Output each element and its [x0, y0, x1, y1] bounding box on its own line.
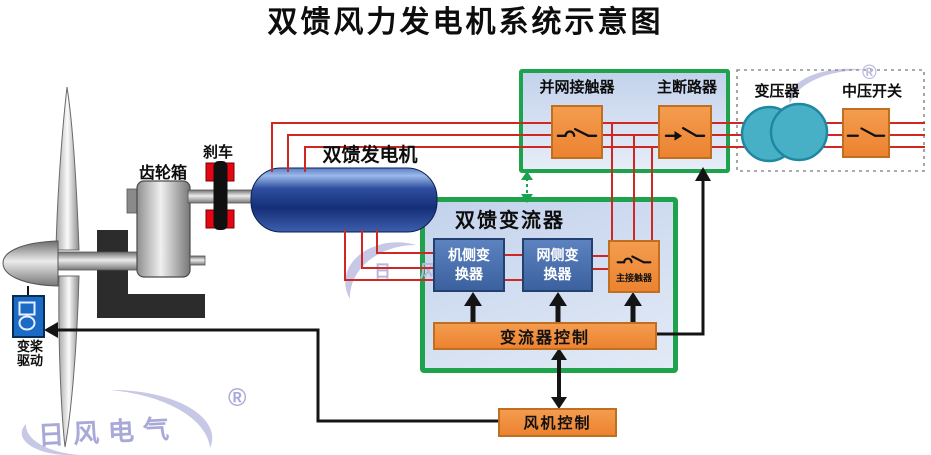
- registered-mark-bottom: ®: [228, 384, 247, 412]
- mv-switch-box: [842, 108, 890, 158]
- gearbox-graphic: [136, 180, 191, 278]
- watermark-brand: 日风电气: [37, 413, 179, 451]
- pitch-drive-label-line1: 变桨: [16, 339, 43, 354]
- machine-side-label-line2: 换器: [455, 266, 483, 282]
- nacelle-frame: [97, 230, 205, 318]
- grid-side-label-line1: 网侧变: [536, 247, 579, 264]
- gearbox-label: 齿轮箱: [138, 165, 187, 182]
- registered-mark-top: ®: [862, 62, 877, 84]
- wind-turbine-graphic: [2, 86, 438, 448]
- main-breaker-box: [658, 105, 712, 159]
- converter-control-bar: 变流器控制: [433, 322, 657, 350]
- main-contactor-switch-icon: [616, 255, 652, 264]
- main-contactor-label: 主接触器: [615, 273, 652, 283]
- hub-nose-cone: [2, 240, 59, 287]
- generator-label: 双馈发电机: [322, 145, 418, 166]
- high-speed-shaft: [187, 189, 255, 204]
- grid-contactor-box: [551, 105, 603, 159]
- pitch-drive-label-line2: 驱动: [16, 353, 43, 369]
- pitch-drive-graphic: [12, 295, 45, 338]
- brake-label: 刹车: [202, 144, 233, 161]
- turbine-blade-up: [55, 86, 80, 251]
- main-breaker-label: 主断路器: [656, 79, 717, 96]
- generator-graphic: [250, 167, 438, 233]
- gearbox-flange: [126, 188, 139, 214]
- diagram-title: 双馈风力发电机系统示意图: [267, 6, 664, 39]
- mv-switch-icon: [846, 127, 886, 137]
- low-speed-shaft: [54, 251, 142, 271]
- mv-switch-label: 中压开关: [841, 83, 902, 100]
- shaft-stub: [189, 255, 206, 266]
- grid-side-label-line2: 换器: [543, 266, 572, 282]
- main-contactor-box: 主接触器: [608, 240, 660, 293]
- transformer-graphic: [740, 102, 829, 163]
- grid-contactor-switch-icon: [556, 127, 598, 137]
- machine-side-label-line1: 机侧变: [448, 247, 490, 264]
- grid-contactor-label: 并网接触器: [539, 79, 615, 96]
- transformer-label: 变压器: [754, 83, 800, 100]
- grid-side-converter-box: 网侧变 换器: [522, 238, 593, 292]
- turbine-control-box: 风机控制: [498, 408, 617, 437]
- converter-title: 双馈变流器: [455, 210, 565, 232]
- machine-side-converter-box: 机侧变 换器: [433, 238, 505, 292]
- pitch-drive-label: 变桨 驱动: [7, 339, 53, 369]
- main-breaker-switch-icon: [664, 127, 706, 141]
